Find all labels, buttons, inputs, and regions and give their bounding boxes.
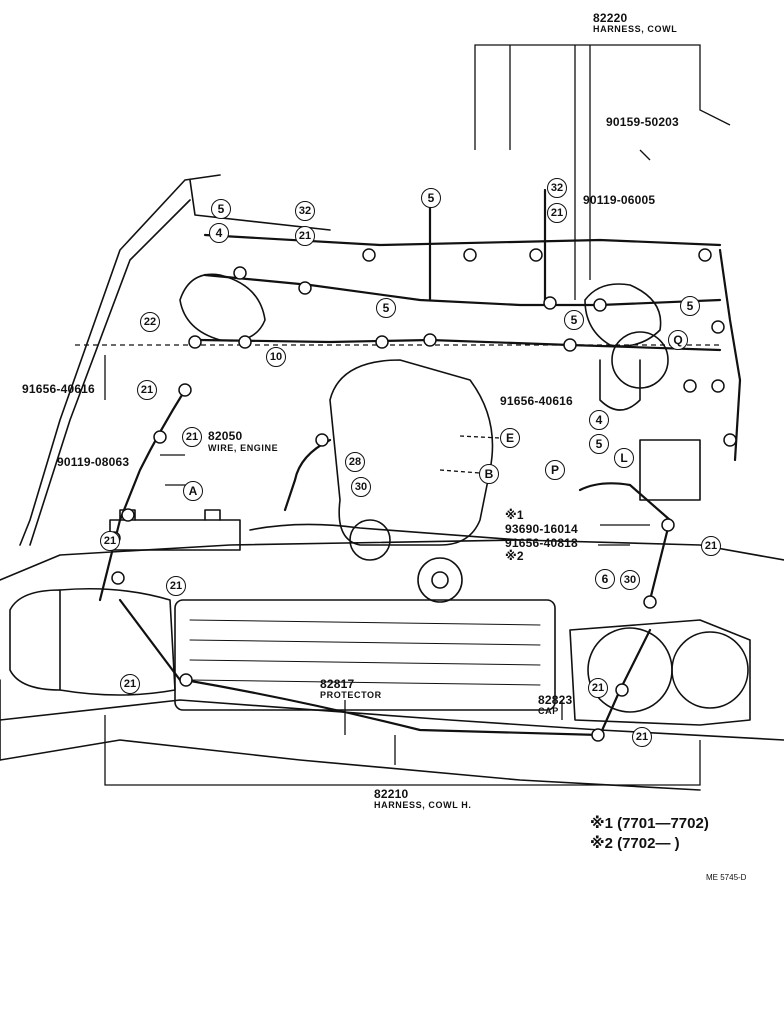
callout-p: P — [545, 460, 565, 480]
callout-30: 30 — [351, 477, 371, 497]
leader-82210 — [104, 715, 701, 786]
part-number-82817: 82817 — [320, 677, 355, 691]
part-name-harness-cowl: HARNESS, COWL — [593, 24, 678, 34]
callout-32: 32 — [547, 178, 567, 198]
callout-21: 21 — [547, 203, 567, 223]
horn — [417, 557, 463, 603]
part-number-91656-40616-right: 91656-40616 — [500, 394, 573, 408]
harness-nodes — [107, 248, 737, 742]
part-number-91656-40818: 91656-40818 — [505, 536, 578, 550]
fuse-block — [639, 439, 701, 501]
callout-4: 4 — [589, 410, 609, 430]
callout-q: Q — [668, 330, 688, 350]
note-star-2: ※2 (7702— ) — [590, 835, 680, 852]
note-star-2-marker: ※2 — [505, 549, 524, 563]
callout-5: 5 — [680, 296, 700, 316]
callout-21: 21 — [166, 576, 186, 596]
note-star-1: ※1 (7701—7702) — [590, 815, 709, 832]
callout-e: E — [500, 428, 520, 448]
part-number-93690-16014: 93690-16014 — [505, 522, 578, 536]
part-name-protector: PROTECTOR — [320, 690, 382, 700]
part-number-91656-40616-left: 91656-40616 — [22, 382, 95, 396]
leader-82220 — [474, 44, 731, 150]
callout-21: 21 — [701, 536, 721, 556]
part-number-82220: 82220 — [593, 11, 628, 25]
part-number-90119-06005: 90119-06005 — [583, 193, 656, 207]
part-name-harness-cowl-h: HARNESS, COWL H. — [374, 800, 472, 810]
callout-21: 21 — [182, 427, 202, 447]
callout-32: 32 — [295, 201, 315, 221]
headlight-left — [9, 589, 61, 691]
callout-5: 5 — [211, 199, 231, 219]
part-number-90119-08063: 90119-08063 — [57, 455, 130, 469]
callout-21: 21 — [100, 531, 120, 551]
callout-5: 5 — [376, 298, 396, 318]
drawing-code: ME 5745-D — [706, 873, 747, 882]
callout-21: 21 — [120, 674, 140, 694]
note-star-1-marker: ※1 — [505, 508, 524, 522]
callout-5: 5 — [589, 434, 609, 454]
callout-l: L — [614, 448, 634, 468]
callout-21: 21 — [588, 678, 608, 698]
part-number-90159-50203: 90159-50203 — [606, 115, 679, 129]
part-number-82050: 82050 — [208, 429, 243, 443]
callout-b: B — [479, 464, 499, 484]
callout-a: A — [183, 481, 203, 501]
part-number-82823: 82823 — [538, 693, 573, 707]
part-name-cap: CAP — [538, 706, 559, 716]
part-name-wire-engine: WIRE, ENGINE — [208, 443, 279, 453]
part-number-82210: 82210 — [374, 787, 409, 801]
grille — [174, 599, 556, 711]
callout-22: 22 — [140, 312, 160, 332]
callout-28: 28 — [345, 452, 365, 472]
callout-6: 6 — [595, 569, 615, 589]
callout-5: 5 — [564, 310, 584, 330]
harness-lines — [98, 188, 742, 737]
callout-21: 21 — [295, 226, 315, 246]
hood-outline-left — [19, 174, 221, 546]
callout-10: 10 — [266, 347, 286, 367]
callout-21: 21 — [137, 380, 157, 400]
callout-30: 30 — [620, 570, 640, 590]
callout-5: 5 — [421, 188, 441, 208]
callout-21: 21 — [632, 727, 652, 747]
headlight-right — [569, 619, 751, 726]
hood-inner-left — [29, 199, 191, 546]
callout-4: 4 — [209, 223, 229, 243]
